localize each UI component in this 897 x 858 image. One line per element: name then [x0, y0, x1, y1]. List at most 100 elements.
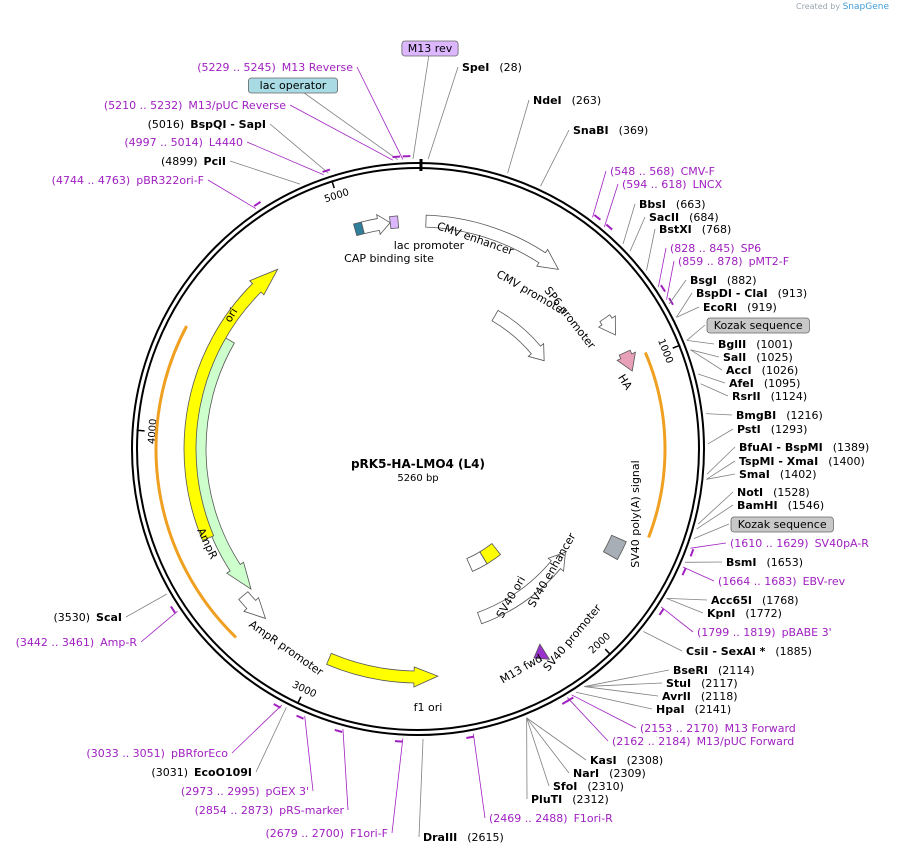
label-text: EcoRI(919): [703, 301, 777, 314]
site-label[interactable]: (2153 .. 2170)M13 Forward: [640, 722, 796, 735]
site-label[interactable]: BmgBI(1216): [736, 409, 823, 422]
label-name: NdeI: [533, 94, 562, 107]
site-label[interactable]: (2679 .. 2700)F1ori-F: [266, 827, 389, 840]
site-label[interactable]: SpeI(28): [462, 61, 522, 74]
label-range: (5210 .. 5232): [104, 99, 183, 112]
site-label[interactable]: (859 .. 878)pMT2-F: [678, 255, 789, 268]
feature-m13-fwd[interactable]: [533, 643, 551, 660]
site-label[interactable]: AccI(1026): [726, 364, 798, 377]
feature-ori[interactable]: [183, 268, 279, 541]
site-label[interactable]: RsrII(1124): [732, 390, 807, 403]
site-label[interactable]: NotI(1528): [737, 486, 810, 499]
backbone-inner: [136, 167, 700, 731]
feature-f1-ori[interactable]: [326, 652, 439, 688]
site-label[interactable]: NarI(2309): [573, 767, 646, 780]
site-label[interactable]: BseRI(2114): [673, 664, 755, 677]
site-label[interactable]: (5229 .. 5245)M13 Reverse: [197, 61, 353, 74]
site-label[interactable]: (594 .. 618)LNCX: [622, 178, 723, 191]
site-label[interactable]: (828 .. 845)SP6: [670, 242, 761, 255]
site-label[interactable]: (4997 .. 5014)L4440: [124, 136, 243, 149]
site-label[interactable]: DraIII(2615): [423, 831, 504, 844]
leader-line: [231, 704, 283, 754]
site-label[interactable]: BglII(1001): [718, 338, 793, 351]
site-label[interactable]: AfeI(1095): [729, 377, 800, 390]
site-label[interactable]: (3530)ScaI: [53, 611, 122, 624]
site-label[interactable]: (3031)EcoO109I: [151, 766, 252, 779]
leader-line: [571, 694, 637, 729]
feature-cmv-promoter[interactable]: [491, 309, 545, 362]
site-label[interactable]: NdeI(263): [533, 94, 601, 107]
site-label[interactable]: SacII(684): [649, 211, 719, 224]
label-text: RsrII(1124): [732, 390, 807, 403]
feature-sp6-promoter[interactable]: [597, 314, 616, 336]
label-name: CMV-F: [681, 165, 715, 178]
site-label[interactable]: SmaI(1402): [739, 468, 816, 481]
leader-line: [526, 717, 587, 761]
label-range: (828 .. 845): [670, 242, 735, 255]
leader-line: [696, 504, 734, 530]
label-name: EcoO109I: [194, 766, 252, 779]
site-label[interactable]: Kozak sequence: [706, 317, 810, 334]
site-label[interactable]: KpnI(1772): [707, 607, 782, 620]
site-label[interactable]: (4744 .. 4763)pBR322ori-F: [52, 174, 204, 187]
leader-line: [693, 523, 730, 539]
site-label[interactable]: BsmI(1653): [726, 556, 803, 569]
leader-line: [700, 383, 729, 397]
feature-ha[interactable]: [616, 349, 636, 372]
site-label[interactable]: SnaBI(369): [573, 124, 648, 137]
site-label[interactable]: BamHI(1546): [737, 499, 824, 512]
site-label[interactable]: (5210 .. 5232)M13/pUC Reverse: [104, 99, 286, 112]
site-label[interactable]: AvrII(2118): [662, 690, 737, 703]
primer-mark: [296, 714, 304, 720]
site-label[interactable]: BfuAI - BspMI(1389): [739, 441, 869, 454]
site-label[interactable]: BspDI - ClaI(913): [696, 287, 807, 300]
site-label[interactable]: SalI(1025): [723, 351, 793, 364]
tick-label: 1000: [655, 337, 675, 365]
site-label[interactable]: (2162 .. 2184)M13/pUC Forward: [612, 735, 794, 748]
site-label[interactable]: HpaI(2141): [656, 703, 731, 716]
site-label[interactable]: (4899)PciI: [161, 155, 226, 168]
feature-sv40-promoter[interactable]: [476, 551, 566, 625]
primer-mark: [658, 608, 665, 616]
site-label[interactable]: (3442 .. 3461)Amp-R: [16, 636, 138, 649]
feature-sv40-enhancer[interactable]: [466, 551, 488, 572]
site-label[interactable]: BsgI(882): [690, 274, 757, 287]
label-text: SmaI(1402): [739, 468, 816, 481]
label-text: NdeI(263): [533, 94, 601, 107]
site-label[interactable]: TspMI - XmaI(1400): [739, 455, 865, 468]
site-label[interactable]: lac operator: [247, 77, 338, 94]
label-name: pBABE 3': [782, 626, 832, 639]
primer-mark: [322, 168, 331, 173]
label-range: (28): [499, 61, 522, 74]
site-label[interactable]: SfoI(2310): [553, 780, 624, 793]
site-label[interactable]: (2973 .. 2995)pGEX 3': [181, 785, 309, 798]
site-label[interactable]: PstI(1293): [737, 423, 807, 436]
site-label[interactable]: (3033 .. 3051)pBRforEco: [86, 747, 228, 760]
site-label[interactable]: (5016)BspQI - SapI: [148, 118, 266, 131]
site-label[interactable]: (2469 .. 2488)F1ori-R: [489, 812, 613, 825]
feature-lac-promoter[interactable]: [360, 213, 391, 236]
site-label[interactable]: M13 rev: [401, 40, 459, 57]
site-label[interactable]: BstXI(768): [659, 223, 731, 236]
feature-cmv-enhancer[interactable]: [425, 214, 560, 270]
site-label[interactable]: BbsI(663): [639, 198, 706, 211]
site-label[interactable]: Acc65I(1768): [711, 594, 799, 607]
site-label[interactable]: KasI(2308): [590, 754, 663, 767]
site-label[interactable]: PluTI(2312): [531, 793, 609, 806]
feature-m13-rev[interactable]: [389, 215, 400, 230]
site-label[interactable]: Kozak sequence: [730, 516, 834, 533]
site-label[interactable]: StuI(2117): [666, 677, 738, 690]
site-label[interactable]: (1664 .. 1683)EBV-rev: [718, 575, 846, 588]
site-label[interactable]: (1610 .. 1629)SV40pA-R: [730, 537, 869, 550]
site-label[interactable]: (1799 .. 1819)pBABE 3': [697, 626, 832, 639]
label-text: SfoI(2310): [553, 780, 624, 793]
site-label[interactable]: (548 .. 568)CMV-F: [610, 165, 715, 178]
feature-ampr-promoter[interactable]: [238, 591, 267, 620]
site-label[interactable]: (2854 .. 2873)pRS-marker: [195, 804, 345, 817]
feature-label: CAP binding site: [344, 252, 434, 265]
feature-sv40-poly-a-signal[interactable]: [602, 534, 627, 561]
site-label[interactable]: CsiI - SexAI *(1885): [686, 645, 812, 658]
site-label[interactable]: EcoRI(919): [703, 301, 777, 314]
label-name: KpnI: [707, 607, 735, 620]
